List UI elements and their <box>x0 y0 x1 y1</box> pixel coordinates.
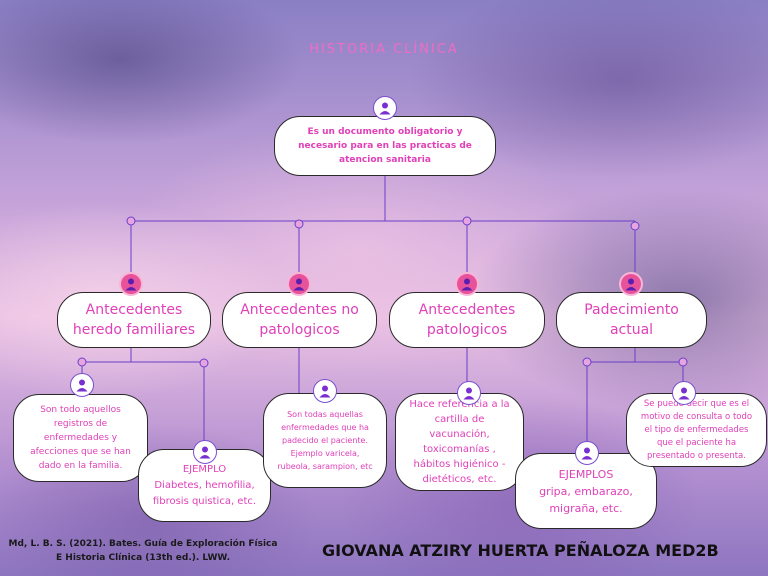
leaf-patologicos-definition: Hace referencia a la cartilla de vacunac… <box>395 393 524 491</box>
leaf-text: Son todas aquellas enfermedades que ha p… <box>277 410 373 471</box>
leaf-text: Diabetes, hemofilia, fibrosis quistica, … <box>152 479 257 507</box>
category-no-patologicos: Antecedentes no patologicos <box>222 292 377 348</box>
leaf-heading: EJEMPLOS <box>558 467 614 481</box>
person-icon <box>70 373 94 397</box>
category-padecimiento-actual: Padecimiento actual <box>556 292 707 348</box>
author-name: GIOVANA ATZIRY HUERTA PEÑALOZA MED2B <box>322 541 719 560</box>
person-icon <box>287 272 311 296</box>
category-heredo-familiares: Antecedentes heredo familiares <box>57 292 211 348</box>
person-icon <box>373 96 397 120</box>
person-icon <box>575 441 599 465</box>
category-label: Padecimiento actual <box>584 302 679 338</box>
category-label: Antecedentes patologicos <box>418 302 516 338</box>
person-icon <box>313 379 337 403</box>
root-node-text: Es un documento obligatorio y necesario … <box>298 127 472 165</box>
person-icon <box>457 381 481 405</box>
person-icon <box>455 272 479 296</box>
leaf-heredo-definition: Son todo aquellos registros de enfermeda… <box>13 394 148 482</box>
leaf-padecimiento-example: EJEMPLOS gripa, embarazo, migraña, etc. <box>515 453 657 529</box>
leaf-no-patologicos-definition: Son todas aquellas enfermedades que ha p… <box>263 393 387 488</box>
person-icon <box>619 272 643 296</box>
leaf-padecimiento-definition: Se puede decir que es el motivo de consu… <box>626 393 767 467</box>
root-node: Es un documento obligatorio y necesario … <box>274 116 496 176</box>
leaf-text: Son todo aquellos registros de enfermeda… <box>30 405 131 471</box>
leaf-text: Hace referencia a la cartilla de vacunac… <box>409 399 510 485</box>
leaf-heading: EJEMPLO <box>182 463 227 475</box>
person-icon <box>119 272 143 296</box>
diagram-title: HISTORIA CLÍNICA <box>309 42 459 57</box>
person-icon <box>672 381 696 405</box>
category-patologicos: Antecedentes patologicos <box>389 292 545 348</box>
category-label: Antecedentes heredo familiares <box>72 302 196 338</box>
leaf-text: gripa, embarazo, migraña, etc. <box>539 484 633 515</box>
bibliographic-reference: Md, L. B. S. (2021). Bates. Guía de Expl… <box>8 539 278 563</box>
person-icon <box>193 440 217 464</box>
category-label: Antecedentes no patologicos <box>240 302 359 338</box>
leaf-text: Se puede decir que es el motivo de consu… <box>640 398 753 461</box>
